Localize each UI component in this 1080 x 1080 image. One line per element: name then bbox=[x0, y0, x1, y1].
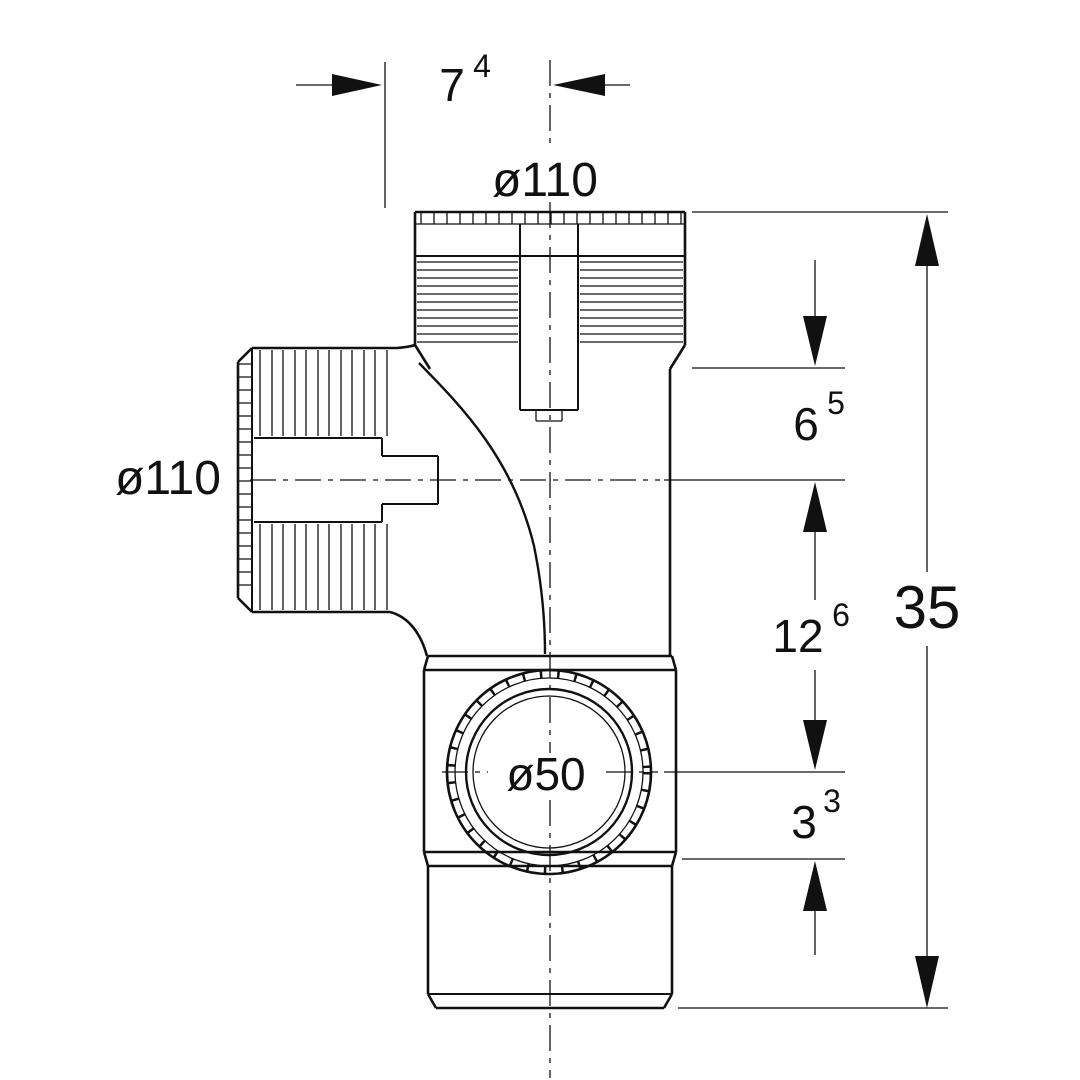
left-socket-bore bbox=[254, 437, 439, 523]
upper-collar bbox=[422, 654, 678, 672]
dimension-annotations bbox=[296, 74, 939, 1008]
top-socket-rim-serration bbox=[420, 212, 682, 224]
middle-right-exponent: 6 bbox=[832, 597, 850, 633]
extension-lines bbox=[384, 62, 948, 1009]
middle-right-value: 12 bbox=[772, 610, 823, 662]
port-inner-circle bbox=[464, 687, 634, 857]
left-socket-outline bbox=[236, 343, 429, 657]
port-serration-ring bbox=[446, 669, 652, 875]
dim-lower-right bbox=[803, 861, 827, 955]
dim-arrow-up bbox=[803, 861, 827, 911]
labels: 7 4 ø110 ø110 ø50 6 5 12 6 3 3 35 bbox=[115, 48, 960, 848]
dim-arrow-up bbox=[803, 482, 827, 532]
port-bore-circle bbox=[472, 695, 626, 849]
left-socket-ribs-bottom bbox=[259, 524, 388, 610]
dim-arrow-up bbox=[915, 214, 939, 266]
left-diameter-label: ø110 bbox=[115, 452, 221, 505]
top-width-value: 7 bbox=[439, 59, 465, 111]
bottom-end bbox=[426, 993, 674, 1010]
top-socket-ribs-left bbox=[417, 261, 518, 343]
top-diameter-label: ø110 bbox=[492, 154, 598, 207]
branch-sweep-curve bbox=[418, 362, 547, 655]
mid-section-edges bbox=[422, 670, 678, 852]
dim-top-width bbox=[296, 74, 630, 96]
top-socket-pipe-stop bbox=[535, 410, 563, 422]
lower-right-value: 3 bbox=[791, 796, 817, 848]
top-width-exponent: 4 bbox=[473, 48, 491, 84]
upper-right-exponent: 5 bbox=[827, 385, 845, 421]
left-socket-ribs-top bbox=[259, 350, 388, 436]
left-socket bbox=[236, 343, 439, 657]
lower-collar bbox=[422, 850, 678, 868]
top-socket bbox=[413, 210, 687, 422]
lower-right-exponent: 3 bbox=[823, 783, 841, 819]
top-socket-ribs-right bbox=[580, 261, 683, 343]
dim-arrow-right bbox=[332, 74, 382, 96]
dim-arrow-down bbox=[803, 720, 827, 770]
left-socket-flange-serration bbox=[239, 363, 251, 586]
dim-arrow-left bbox=[553, 74, 605, 96]
main-body bbox=[418, 362, 678, 1010]
top-socket-bore bbox=[519, 224, 579, 411]
dim-total-height bbox=[915, 214, 939, 1008]
dim-arrow-down bbox=[915, 956, 939, 1008]
side-port bbox=[445, 668, 653, 876]
total-height-label: 35 bbox=[894, 574, 961, 641]
top-socket-outline bbox=[413, 210, 687, 370]
fitting-outline bbox=[236, 210, 687, 1010]
dim-upper-right bbox=[803, 260, 827, 366]
dim-middle-right bbox=[803, 482, 827, 770]
lower-body-edges bbox=[426, 866, 674, 994]
port-diameter-label: ø50 bbox=[506, 748, 585, 800]
dim-arrow-down bbox=[803, 316, 827, 366]
upper-right-value: 6 bbox=[793, 398, 819, 450]
